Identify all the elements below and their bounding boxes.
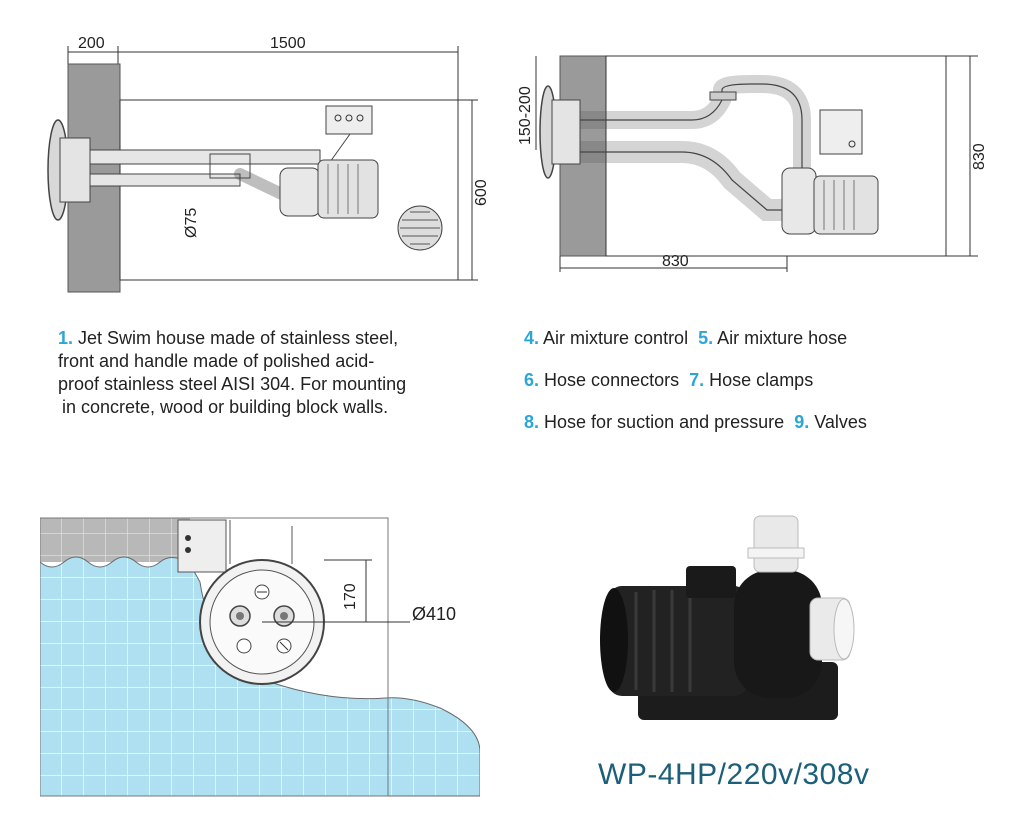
dim-pipe-label: Ø75 xyxy=(183,208,200,238)
legend-right: 4. Air mixture control 5. Air mixture ho… xyxy=(524,327,1004,453)
product-model-label: WP-4HP/220v/308v xyxy=(598,758,870,791)
pump-body xyxy=(279,167,321,217)
legend-row-6-7: 6. Hose connectors 7. Hose clamps xyxy=(524,370,814,390)
legend-item-1-line4: in concrete, wood or building block wall… xyxy=(62,397,389,417)
top-outlet-fitting xyxy=(753,515,799,573)
legend-left: 1. Jet Swim house made of stainless stee… xyxy=(58,327,508,419)
dim-width-label: 830 xyxy=(662,253,689,270)
pump-volute xyxy=(734,570,822,698)
dim-height-right-label: 830 xyxy=(971,143,988,170)
mounting-plate xyxy=(177,519,227,573)
pipe-upper xyxy=(89,149,321,165)
pool-front-view-diagram: 170 Ø410 xyxy=(40,517,480,797)
top-view-diagram: 150-200 830 830 xyxy=(517,55,988,272)
pipe-lower xyxy=(89,173,241,187)
dim-wall-label: 200 xyxy=(78,35,105,52)
air-valve xyxy=(709,91,737,101)
legend-row-8-9: 8. Hose for suction and pressure 9. Valv… xyxy=(524,412,867,432)
air-control-box xyxy=(325,105,373,135)
motor-housing xyxy=(608,586,748,696)
pressure-hose-lower xyxy=(580,141,797,221)
pump-body-right xyxy=(781,167,817,235)
dim-offset-label: 170 xyxy=(342,583,359,610)
legend-item-1: 1. Jet Swim house made of stainless stee… xyxy=(58,328,399,348)
dim-diameter-label: Ø410 xyxy=(412,604,456,624)
pool-wall-above-water xyxy=(40,518,190,562)
pump-product-image xyxy=(600,515,855,720)
legend-item-1-line2: front and handle made of polished acid- xyxy=(58,351,375,371)
enclosure-outline xyxy=(119,99,459,281)
pump-motor-right xyxy=(813,175,879,235)
control-knob-bottom-left xyxy=(236,638,252,654)
dim-depth-label: 150-200 xyxy=(517,86,534,145)
terminal-box xyxy=(686,566,736,598)
side-view-diagram: 200 1500 600 Ø75 xyxy=(47,35,490,293)
enclosure-outline-right xyxy=(605,55,947,257)
pool-water xyxy=(40,556,480,797)
legend-row-4-5: 4. Air mixture control 5. Air mixture ho… xyxy=(524,328,848,348)
control-box-right xyxy=(819,109,863,155)
dim-length-label: 1500 xyxy=(270,35,306,52)
dim-height-label: 600 xyxy=(473,179,490,206)
legend-item-1-line3: proof stainless steel AISI 304. For moun… xyxy=(58,374,407,394)
